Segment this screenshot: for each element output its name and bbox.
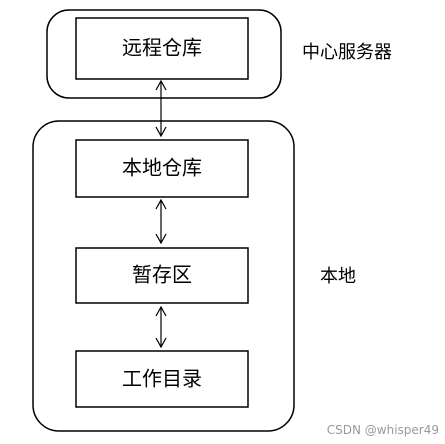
staging-label: 暂存区 xyxy=(132,263,192,287)
staging-box xyxy=(75,247,249,304)
remote-repo-label: 远程仓库 xyxy=(122,36,202,60)
local-repo-label: 本地仓库 xyxy=(122,156,202,180)
watermark: CSDN @whisper49 xyxy=(326,423,439,437)
remote-repo-box xyxy=(75,17,249,80)
working-dir-box xyxy=(75,350,249,408)
central-server-label: 中心服务器 xyxy=(302,42,392,63)
local-label: 本地 xyxy=(320,266,356,287)
working-dir-label: 工作目录 xyxy=(122,367,202,391)
local-repo-box xyxy=(75,139,249,198)
